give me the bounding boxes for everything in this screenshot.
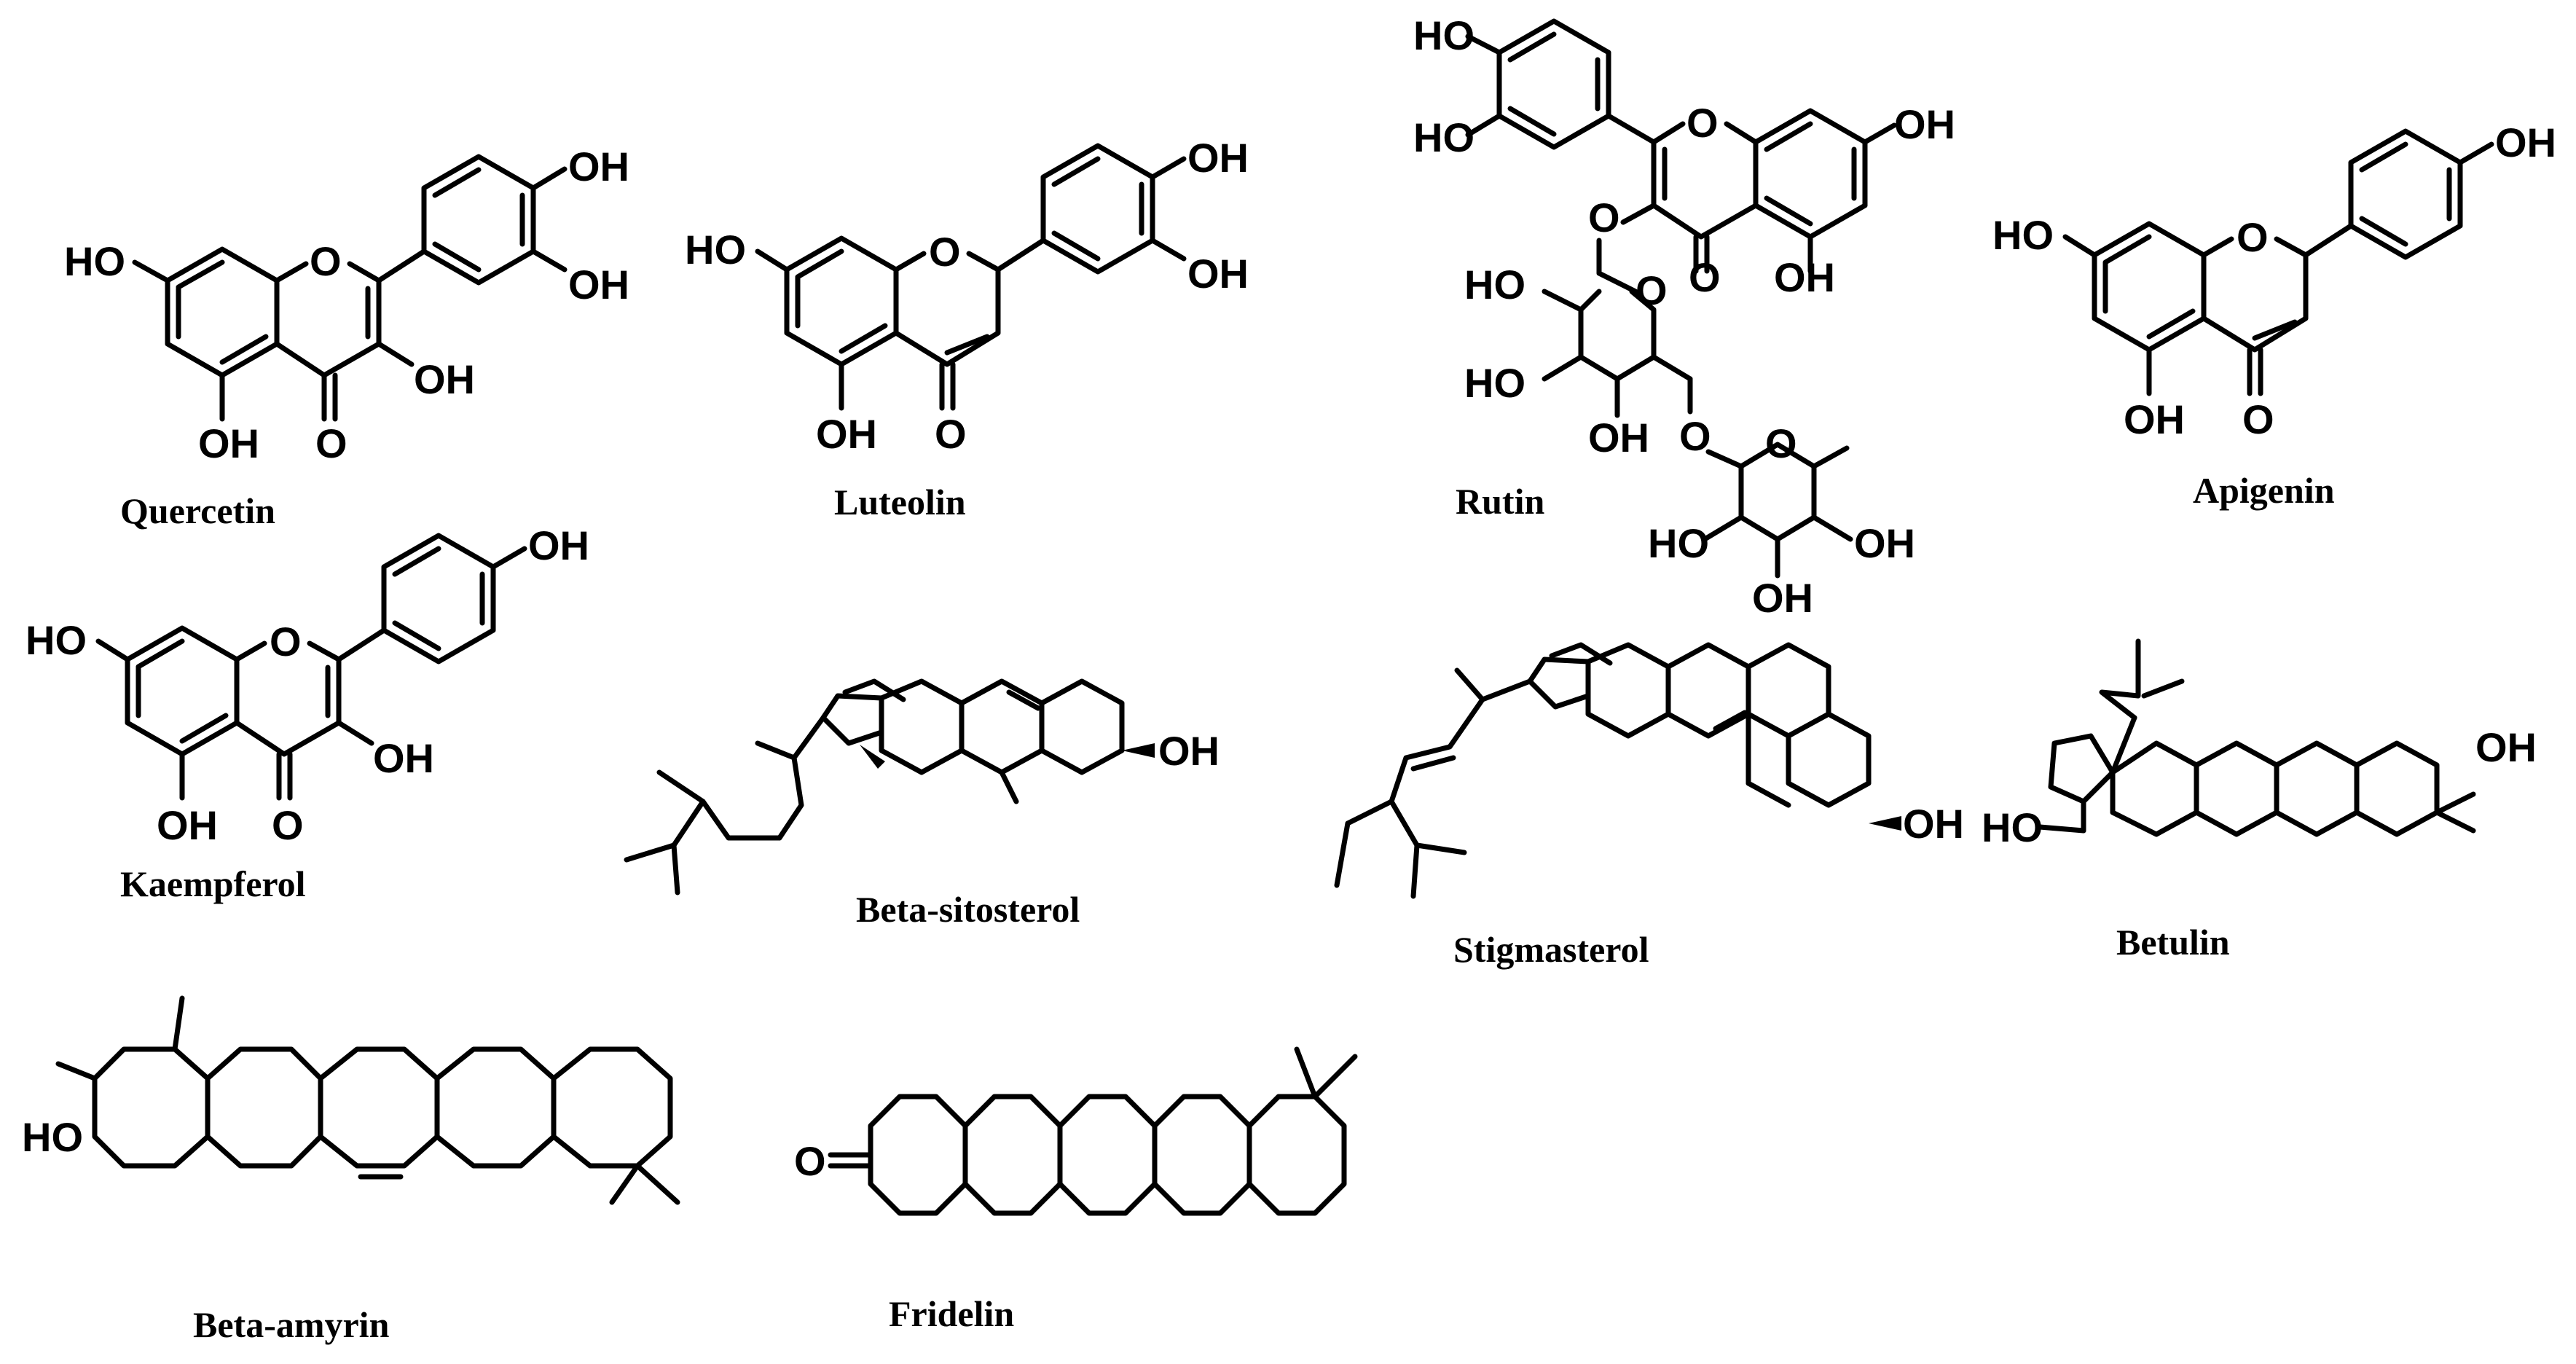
rutin-atom-ho-3: HO: [1464, 262, 1525, 307]
stigmasterol-wedge-oh: [1869, 816, 1901, 831]
kaempferol-atom-oh-1: OH: [528, 522, 589, 568]
betulin-atom-ho: HO: [1982, 804, 2043, 850]
sitosterol-atom-oh: OH: [1158, 728, 1220, 774]
luteolin-atom-o-ring: O: [929, 229, 961, 275]
quercetin-atom-oh-3: OH: [414, 356, 475, 402]
sitosterol-wedge-oh: [1122, 743, 1155, 758]
quercetin-atom-ho: HO: [64, 238, 125, 284]
kaempferol-atom-oh-3: OH: [157, 802, 218, 848]
molecule-stigmasterol: [1334, 642, 1872, 899]
rutin-atom-oh-1: OH: [1894, 101, 1955, 147]
betulin-label: Betulin: [2116, 922, 2230, 963]
stigmasterol-label: Stigmasterol: [1453, 929, 1649, 970]
beta-sitosterol-label: Beta-sitosterol: [856, 889, 1080, 930]
kaempferol-label: Kaempferol: [120, 863, 306, 904]
quercetin-atom-o-keto: O: [315, 420, 347, 466]
rutin-atom-o-glucose: O: [1635, 267, 1668, 313]
rutin-atom-o-ring: O: [1686, 100, 1719, 146]
quercetin-atom-oh-1: OH: [568, 144, 629, 189]
molecule-quercetin: [132, 154, 568, 422]
quercetin-label: Quercetin: [120, 490, 275, 531]
molecule-betulin: [2037, 638, 2476, 837]
rutin-atom-oh-4: OH: [1854, 520, 1915, 566]
beta-amyrin-atom-ho: HO: [22, 1114, 83, 1160]
apigenin-atom-o-ring: O: [2237, 214, 2269, 260]
molecule-kaempferol: [95, 533, 527, 801]
apigenin-atom-ho: HO: [1992, 212, 2054, 258]
kaempferol-atom-o-keto: O: [272, 802, 304, 848]
molecule-rutin: [1465, 18, 1897, 579]
kaempferol-atom-o-ring: O: [270, 619, 302, 665]
luteolin-label: Luteolin: [834, 482, 966, 522]
rutin-atom-o-keto: O: [1689, 254, 1721, 300]
apigenin-label: Apigenin: [2193, 470, 2335, 511]
rutin-atom-ho-4: HO: [1464, 360, 1525, 406]
molecule-apigenin: [2062, 128, 2494, 396]
rutin-atom-ho-5: HO: [1648, 520, 1709, 566]
rutin-atom-oh-5: OH: [1752, 575, 1813, 621]
quercetin-atom-o-ring: O: [310, 238, 342, 284]
rutin-atom-o-rhamnose: O: [1765, 420, 1797, 466]
rutin-atom-o-link: O: [1588, 195, 1620, 240]
quercetin-atom-oh-4: OH: [198, 420, 259, 466]
molecule-luteolin: [755, 143, 1187, 411]
rutin-atom-o-glyco: O: [1679, 413, 1711, 459]
molecule-beta-amyrin: [55, 995, 680, 1205]
luteolin-atom-oh-3: OH: [816, 411, 877, 457]
apigenin-atom-oh-1: OH: [2495, 119, 2556, 165]
rutin-atom-oh-2: OH: [1774, 254, 1835, 300]
rutin-atom-ho-2: HO: [1413, 114, 1474, 160]
rutin-label: Rutin: [1456, 481, 1544, 522]
fridelin-label: Fridelin: [889, 1293, 1014, 1334]
stigmasterol-atom-oh: OH: [1903, 801, 1964, 847]
rutin-atom-ho-1: HO: [1413, 12, 1474, 58]
rutin-atom-oh-3: OH: [1588, 415, 1649, 460]
kaempferol-atom-oh-2: OH: [373, 735, 434, 781]
sitosterol-wedge-1: [860, 745, 885, 769]
apigenin-atom-oh-2: OH: [2124, 396, 2185, 442]
molecule-fridelin: [828, 1046, 1358, 1216]
fridelin-atom-o: O: [794, 1138, 826, 1184]
kaempferol-atom-ho: HO: [25, 617, 87, 663]
apigenin-atom-o-keto: O: [2242, 396, 2274, 442]
molecule-beta-sitosterol: [624, 678, 1125, 895]
betulin-atom-oh: OH: [2475, 724, 2537, 770]
luteolin-atom-oh-1: OH: [1187, 135, 1249, 181]
beta-amyrin-label: Beta-amyrin: [193, 1304, 390, 1345]
luteolin-atom-oh-2: OH: [1187, 251, 1249, 297]
luteolin-atom-o-keto: O: [935, 411, 967, 457]
quercetin-atom-oh-2: OH: [568, 262, 629, 307]
luteolin-atom-ho: HO: [685, 227, 746, 273]
